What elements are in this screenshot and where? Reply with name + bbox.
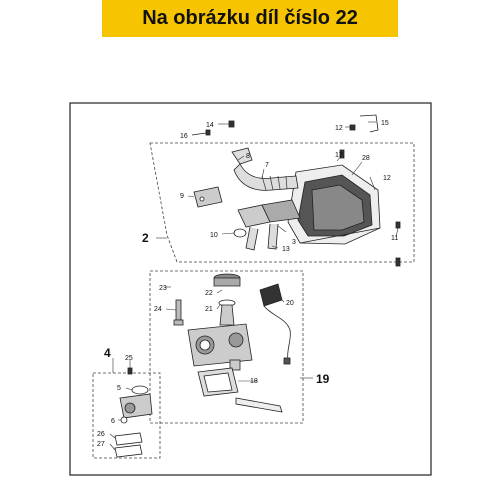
choke-unit bbox=[259, 283, 291, 365]
label-18: 18 bbox=[250, 378, 258, 385]
label-12b: 12 bbox=[383, 175, 391, 182]
label-20: 20 bbox=[286, 300, 294, 307]
leader-lines bbox=[109, 121, 399, 451]
label-8: 8 bbox=[246, 153, 250, 160]
label-16: 16 bbox=[180, 133, 188, 140]
jet-needle bbox=[173, 299, 184, 326]
diagram-frame bbox=[69, 102, 432, 476]
carburettor-body bbox=[187, 273, 253, 371]
label-27: 27 bbox=[97, 441, 105, 448]
label-10: 10 bbox=[210, 232, 218, 239]
label-9: 9 bbox=[180, 193, 184, 200]
float-bowl bbox=[197, 367, 283, 413]
group-19-outline bbox=[149, 270, 304, 424]
label-17: 17 bbox=[335, 152, 343, 159]
label-14: 14 bbox=[206, 122, 214, 129]
group-4-outline bbox=[92, 372, 161, 459]
bracket-9 bbox=[193, 186, 223, 208]
intake-duct bbox=[231, 147, 299, 191]
label-13: 13 bbox=[282, 246, 290, 253]
label-7: 7 bbox=[265, 162, 269, 169]
title-banner: Na obrázku díl číslo 22 bbox=[102, 0, 398, 37]
label-24: 24 bbox=[154, 306, 162, 313]
bolts-top bbox=[191, 114, 401, 267]
label-19: 19 bbox=[316, 372, 330, 386]
label-3: 3 bbox=[292, 239, 296, 246]
label-22: 22 bbox=[205, 290, 213, 297]
label-15: 15 bbox=[381, 120, 389, 127]
label-21: 21 bbox=[205, 306, 213, 313]
label-23: 23 bbox=[159, 285, 167, 292]
group-4-parts bbox=[114, 367, 153, 458]
label-2: 2 bbox=[142, 231, 149, 245]
connector-tube bbox=[233, 199, 301, 251]
label-12a: 12 bbox=[335, 125, 343, 132]
air-filter-housing bbox=[287, 164, 381, 245]
label-5: 5 bbox=[117, 385, 121, 392]
group-2-outline bbox=[149, 142, 415, 263]
label-4: 4 bbox=[104, 346, 111, 360]
label-26: 26 bbox=[97, 431, 105, 438]
label-25: 25 bbox=[125, 355, 133, 362]
label-11: 11 bbox=[391, 235, 398, 242]
label-6: 6 bbox=[111, 418, 115, 425]
banner-title: Na obrázku díl číslo 22 bbox=[142, 7, 358, 29]
label-28: 28 bbox=[362, 155, 370, 162]
